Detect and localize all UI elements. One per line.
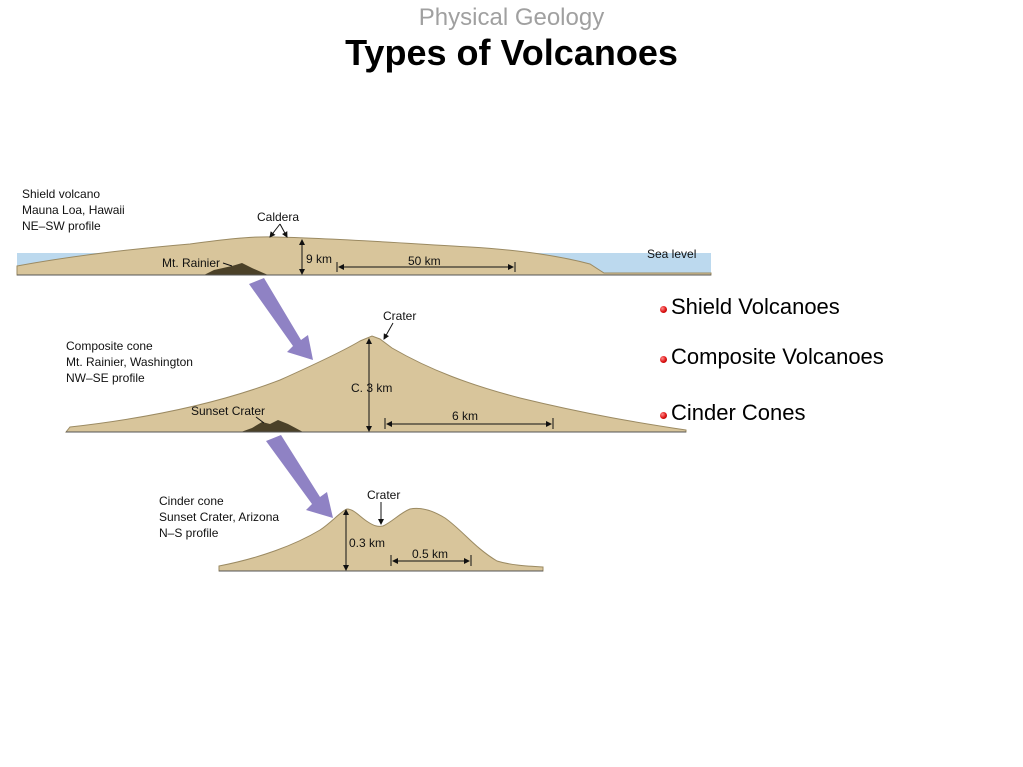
bullet-dot-icon bbox=[660, 412, 667, 419]
composite-cone-panel: Composite cone Mt. Rainier, Washington N… bbox=[64, 309, 687, 433]
cinder-caption-line-1: Cinder cone bbox=[159, 494, 224, 508]
scale-arrow-2 bbox=[266, 435, 333, 518]
composite-width-label: 6 km bbox=[452, 409, 478, 423]
shield-volcano-panel: Shield volcano Mauna Loa, Hawaii NE–SW p… bbox=[16, 187, 712, 276]
composite-crater-label: Crater bbox=[383, 309, 416, 323]
cinder-caption-line-2: Sunset Crater, Arizona bbox=[159, 510, 279, 524]
cinder-cone-panel: Cinder cone Sunset Crater, Arizona N–S p… bbox=[159, 488, 544, 572]
composite-cone-profile bbox=[64, 335, 687, 433]
shield-caption-line-1: Shield volcano bbox=[22, 187, 100, 201]
bullet-label: Cinder Cones bbox=[671, 400, 806, 425]
bullet-dot-icon bbox=[660, 356, 667, 363]
mt-rainier-inset-label: Mt. Rainier bbox=[162, 256, 220, 270]
bullet-label: Shield Volcanoes bbox=[671, 294, 840, 319]
shield-caption-line-3: NE–SW profile bbox=[22, 219, 101, 233]
shield-volcano-profile bbox=[16, 236, 712, 276]
composite-height-label: C. 3 km bbox=[351, 381, 392, 395]
caldera-label: Caldera bbox=[257, 210, 299, 224]
composite-caption-line-3: NW–SE profile bbox=[66, 371, 145, 385]
shield-height-label: 9 km bbox=[306, 252, 332, 266]
slide-title: Types of Volcanoes bbox=[345, 32, 678, 73]
mt-rainier-inset-shape bbox=[204, 263, 268, 275]
bullet-label: Composite Volcanoes bbox=[671, 344, 884, 369]
sunset-crater-inset-label: Sunset Crater bbox=[191, 404, 265, 418]
composite-caption-line-1: Composite cone bbox=[66, 339, 153, 353]
cinder-height-label: 0.3 km bbox=[349, 536, 385, 550]
shield-width-label: 50 km bbox=[408, 254, 441, 268]
sea-level-label: Sea level bbox=[647, 247, 696, 261]
cinder-crater-label: Crater bbox=[367, 488, 400, 502]
cinder-width-label: 0.5 km bbox=[412, 547, 448, 561]
sunset-crater-inset-shape bbox=[241, 420, 303, 432]
composite-caption-line-2: Mt. Rainier, Washington bbox=[66, 355, 193, 369]
cinder-cone-profile bbox=[218, 507, 544, 572]
presentation-subtitle: Physical Geology bbox=[418, 4, 605, 31]
cinder-caption-line-3: N–S profile bbox=[159, 526, 219, 540]
shield-caption-line-2: Mauna Loa, Hawaii bbox=[22, 203, 125, 217]
scale-arrow-1 bbox=[249, 278, 313, 360]
bullet-dot-icon bbox=[660, 306, 667, 313]
